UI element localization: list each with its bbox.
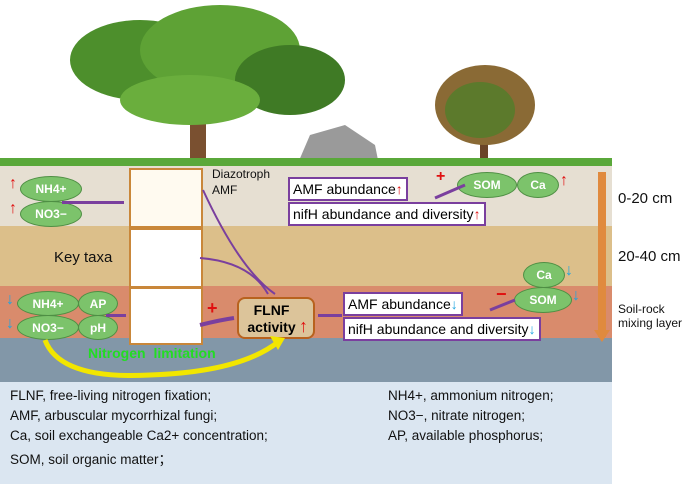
- depth-arrow: [598, 172, 606, 337]
- amf-box-text: AMF abundance: [348, 296, 451, 312]
- nifh-box-text: nifH abundance and diversity: [348, 321, 529, 337]
- shrub-icon: [435, 65, 535, 170]
- nh4-ellipse-top: NH4+: [20, 176, 82, 202]
- amf-abundance-box-top: AMF abundance↑: [288, 177, 408, 201]
- amf-box-text: AMF abundance: [293, 181, 396, 197]
- arrow-up-icon: ↑: [560, 172, 568, 189]
- arrow-up-icon: ↑: [299, 316, 308, 336]
- grass: [0, 158, 612, 166]
- tree-icon: [70, 5, 345, 165]
- arrow-down-icon: ↓: [528, 321, 536, 337]
- arrow-up-icon: ↑: [9, 200, 17, 217]
- legend-nh4: NH4+, ammonium nitrogen;: [388, 388, 554, 403]
- legend-amf: AMF, arbuscular mycorrhizal fungi;: [10, 408, 218, 423]
- ph-ellipse: pH: [78, 315, 118, 340]
- depth-label-0-20: 0-20 cm: [618, 190, 673, 207]
- microbe-community-icon: [129, 287, 203, 345]
- arrow-line: [62, 201, 124, 204]
- arrow-down-icon: ↓: [572, 287, 580, 304]
- amf-label: AMF: [212, 183, 238, 197]
- plus-sign: +: [436, 168, 446, 185]
- som-ellipse-top: SOM: [457, 172, 517, 198]
- nitrogen-limitation-label: Nitrogen limitation: [88, 345, 216, 361]
- no3-ellipse-top: NO3−: [20, 201, 82, 227]
- microbe-community-icon: [129, 168, 203, 228]
- legend-no3: NO3−, nitrate nitrogen;: [388, 408, 525, 423]
- arrow-down-icon: ↓: [565, 262, 573, 279]
- amf-abundance-box-bottom: AMF abundance↓: [343, 292, 463, 316]
- key-taxa-label: Key taxa: [54, 249, 113, 266]
- connector-arrows: [42, 183, 516, 379]
- arrow-up-icon: ↑: [473, 206, 481, 222]
- arrow-down-icon: ↓: [6, 291, 14, 308]
- microbe-community-icon: [129, 228, 203, 288]
- legend-ca: Ca, soil exchangeable Ca2+ concentration…: [10, 428, 268, 443]
- nifh-box-text: nifH abundance and diversity: [293, 206, 474, 222]
- arrow-up-icon: ↑: [395, 181, 403, 197]
- diazotroph-label: Diazotroph: [212, 167, 271, 181]
- depth-arrow-head: [594, 330, 610, 342]
- midsoil-layer: [0, 226, 612, 286]
- legend-ap: AP, available phosphorus;: [388, 428, 544, 443]
- arrow-down-icon: ↓: [450, 296, 458, 312]
- minus-sign: −: [496, 284, 507, 304]
- arrow-down-icon: ↓: [6, 315, 14, 332]
- arrow-line: [106, 314, 126, 317]
- legend-box: [0, 382, 612, 484]
- ap-ellipse: AP: [78, 291, 118, 316]
- flnf-text: FLNF activity: [247, 302, 296, 335]
- arrow-up-icon: ↑: [9, 175, 17, 192]
- nifh-box-bottom: nifH abundance and diversity↓: [343, 317, 541, 341]
- som-ellipse-bottom: SOM: [514, 287, 572, 313]
- double-arrow: [318, 314, 342, 317]
- ca-ellipse-top: Ca: [517, 172, 559, 198]
- plus-sign: +: [207, 298, 218, 318]
- legend-flnf: FLNF, free-living nitrogen fixation;: [10, 388, 212, 403]
- legend-som: SOM, soil organic matter；: [10, 452, 173, 467]
- depth-label-mixing: Soil-rock mixing layer: [618, 302, 683, 330]
- no3-ellipse-bottom: NO3−: [17, 315, 79, 340]
- depth-label-20-40: 20-40 cm: [618, 248, 681, 265]
- nifh-box-top: nifH abundance and diversity↑: [288, 202, 486, 226]
- flnf-activity-box: FLNF activity↑: [237, 297, 315, 339]
